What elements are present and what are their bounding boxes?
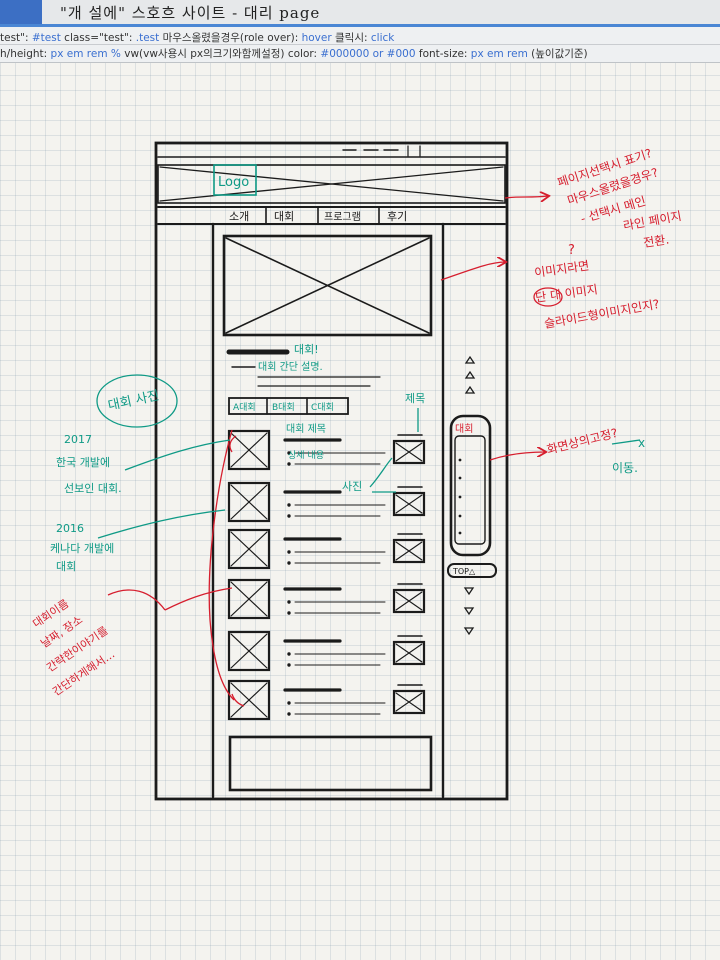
item-desc: 상세 내용	[288, 450, 324, 461]
css-legend-row-1: test": #test class="test": .test 마우스올렸을경…	[0, 30, 394, 45]
legend-text: test":	[0, 32, 32, 44]
thumbnail	[227, 679, 271, 721]
note-green-2016-0: 2016	[56, 522, 84, 535]
up-arrow-icon[interactable]	[464, 385, 476, 394]
title-shade	[0, 0, 42, 24]
down-arrow-icon[interactable]	[463, 587, 475, 596]
green-annotations	[96, 374, 641, 539]
legend-text: vw(vw사용시 px의크기와함께설정) color:	[120, 48, 321, 60]
list-item[interactable]	[227, 578, 426, 620]
note-red-image-1: 단 대 이미지	[534, 282, 598, 305]
tab-b[interactable]: B대회	[272, 402, 295, 413]
side-arrows	[463, 355, 476, 636]
list-items	[227, 429, 426, 721]
note-red-top-4: 전환.	[642, 233, 670, 250]
note-green-x: x	[638, 436, 645, 450]
note-green-2017-1: 한국 개발에	[56, 456, 110, 469]
small-image	[392, 538, 426, 564]
note-image-question: ?	[568, 243, 575, 258]
thumbnail	[227, 578, 271, 620]
nav-item-1[interactable]: 대회	[274, 210, 294, 223]
side-dots	[458, 458, 462, 535]
legend-text: px em rem	[470, 48, 528, 60]
small-image	[392, 439, 426, 465]
header-rule	[0, 24, 720, 27]
thumbnail	[227, 528, 271, 570]
note-green-label: 제목	[405, 392, 425, 405]
tab-bar	[228, 397, 349, 415]
note-red-image-2: 슬라이드형이미지인지?	[543, 297, 660, 331]
nav-item-0[interactable]: 소개	[229, 210, 249, 223]
note-green-move: 이동.	[612, 461, 638, 475]
highlight-circle	[96, 374, 178, 428]
logo-label: Logo	[218, 175, 249, 190]
header-area	[157, 164, 506, 204]
note-green-photo: 사진	[342, 480, 362, 493]
legend-text: click	[370, 32, 395, 44]
legend-text: 마우스올렸을경우(role over):	[159, 32, 302, 44]
tab-c[interactable]: C대회	[311, 402, 334, 413]
legend-text: hover	[301, 32, 332, 44]
legend-text: .test	[135, 32, 160, 44]
wireframe	[154, 141, 509, 801]
legend-text: font-size:	[415, 48, 471, 60]
header-bottom-rule	[0, 62, 720, 63]
down-arrow-icon[interactable]	[463, 627, 475, 636]
banner-image	[222, 234, 433, 337]
note-red-image-0: 이미지라면	[533, 258, 590, 280]
note-green-2016-1: 케나다 개발에	[50, 542, 114, 555]
top-button-label[interactable]: TOP△	[452, 567, 476, 576]
up-arrow-icon[interactable]	[464, 370, 476, 379]
legend-text: class="test":	[60, 32, 136, 44]
side-widget	[449, 414, 492, 557]
document-title: "개 설에" 스호흐 사이트 - 대리 page	[60, 4, 321, 22]
css-legend-row-2: h/height: px em rem % vw(vw사용시 px의크기와함께설…	[0, 46, 588, 61]
top-button[interactable]	[447, 563, 497, 578]
list-item[interactable]	[227, 481, 426, 523]
up-arrow-icon[interactable]	[464, 355, 476, 364]
banner-subcaption: 대회 간단 설명.	[258, 361, 323, 373]
legend-text: (높이값기준)	[527, 48, 588, 60]
side-title: 대회	[455, 423, 473, 435]
item-title: 대회 제목	[286, 423, 326, 435]
banner-caption: 대회!	[294, 343, 319, 356]
document-header: "개 설에" 스호흐 사이트 - 대리 page test": #test cl…	[0, 0, 720, 63]
legend-text: 클릭시:	[331, 32, 371, 44]
list-item[interactable]	[227, 679, 426, 721]
down-arrow-icon[interactable]	[463, 607, 475, 616]
title-strip: "개 설에" 스호흐 사이트 - 대리 page	[0, 0, 720, 24]
note-green-circle: 대회 사진	[107, 388, 161, 413]
legend-text: #000000 or #000	[320, 48, 416, 60]
thumbnail	[227, 630, 271, 672]
nav-item-2[interactable]: 프로그램	[324, 211, 361, 223]
note-green-2017-0: 2017	[64, 433, 92, 446]
small-image	[392, 689, 426, 715]
thumbnail	[227, 481, 271, 523]
tab-a[interactable]: A대회	[233, 402, 256, 413]
note-red-side: 화면상의고정?	[545, 426, 619, 457]
list-item[interactable]	[227, 429, 426, 471]
red-annotations	[107, 196, 563, 707]
small-image	[392, 491, 426, 517]
nav-item-3[interactable]: 후기	[387, 210, 407, 223]
list-item[interactable]	[227, 528, 426, 570]
legend-text: px em rem %	[50, 48, 121, 60]
phone-frame	[154, 141, 509, 801]
note-green-2017-2: 선보인 대회.	[64, 482, 122, 495]
list-item[interactable]	[227, 630, 426, 672]
legend-divider	[0, 44, 720, 45]
small-image	[392, 588, 426, 614]
small-image	[392, 640, 426, 666]
footer-box	[228, 735, 433, 792]
legend-text: #test	[31, 32, 61, 44]
legend-text: h/height:	[0, 48, 51, 60]
thumbnail	[227, 429, 271, 471]
note-red-top-3: 라인 페이지	[622, 209, 683, 233]
note-green-2016-2: 대회	[56, 560, 76, 573]
